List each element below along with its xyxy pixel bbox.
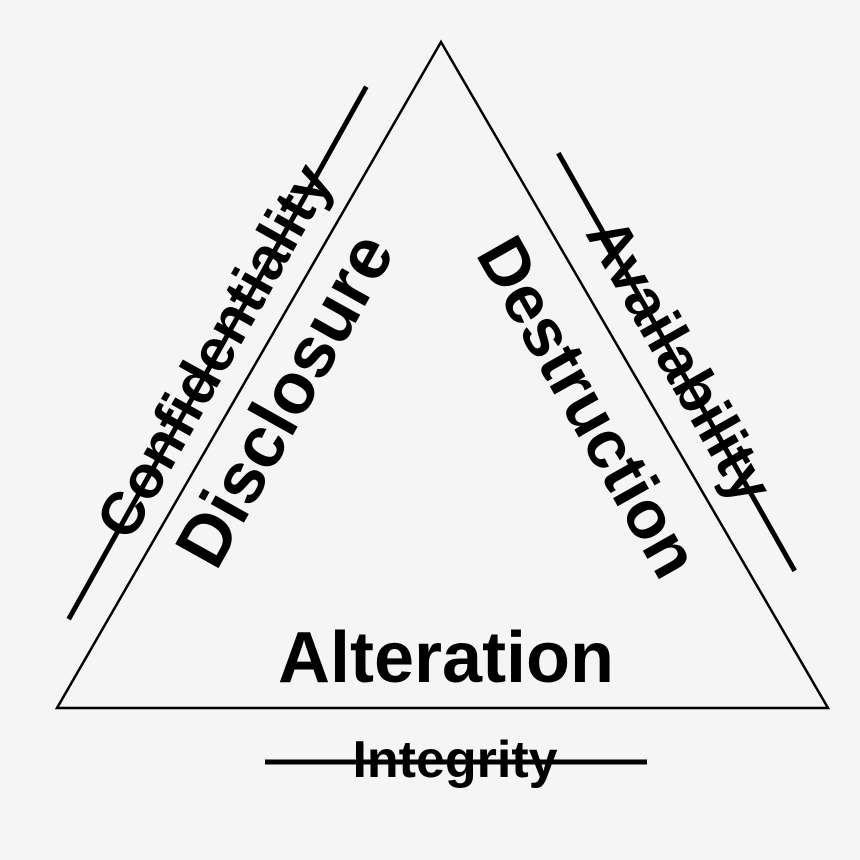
integrity-group: Integrity — [265, 731, 647, 789]
confidentiality-strike — [66, 85, 369, 621]
alteration-group: Alteration — [278, 618, 614, 698]
availability-strike — [556, 151, 797, 573]
triangle-outline — [54, 39, 831, 710]
alteration-label: Alteration — [278, 618, 614, 698]
